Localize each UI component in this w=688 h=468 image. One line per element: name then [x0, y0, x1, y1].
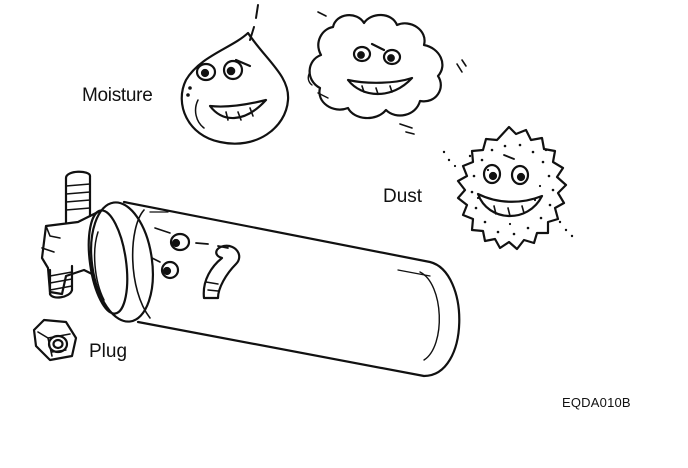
- receiver-drier-cylinder: [40, 170, 461, 378]
- dust-speckles: [442, 143, 574, 238]
- figure-code: EQDA010B: [562, 395, 631, 410]
- label-dust: Dust: [383, 186, 423, 207]
- plug-nut: [32, 318, 78, 362]
- label-moisture: Moisture: [82, 85, 153, 106]
- cloud-character: [307, 11, 467, 135]
- label-plug: Plug: [89, 341, 128, 362]
- moisture-drop-character: [180, 4, 290, 145]
- dust-ball-character: [442, 125, 574, 251]
